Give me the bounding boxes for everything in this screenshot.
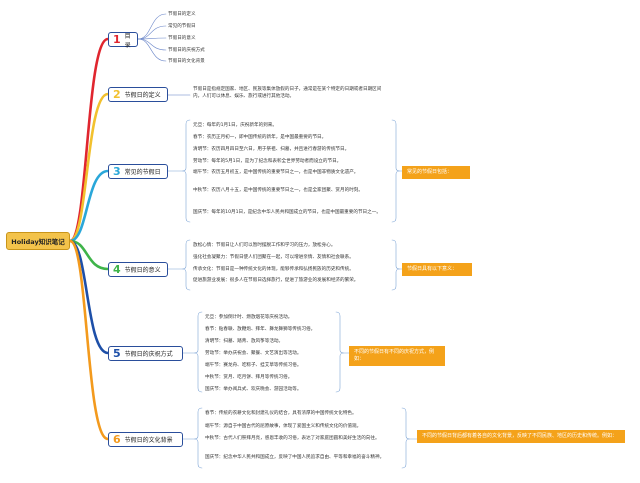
branch-connector xyxy=(68,169,110,243)
branch-number: 6 xyxy=(113,433,121,446)
callout-bracket xyxy=(335,311,345,393)
contents-item[interactable]: 常见的节假日 xyxy=(168,24,196,29)
holiday-item[interactable]: 劳动节：每年的5月1日，是为了纪念和表彰全世界劳动者而设立的节日。 xyxy=(193,159,342,164)
contents-item[interactable]: 节假日的文化背景 xyxy=(168,59,205,64)
culture-callout[interactable]: 不同的节假日背后都有着各自的文化背景，反映了不同民族、地区的历史和传统。例如： xyxy=(417,430,625,443)
holiday-item[interactable]: 中秋节：农历八月十五，是中国传统的重要节日之一，也是全家团聚、赏月的时刻。 xyxy=(193,188,363,193)
celebrations-callout[interactable]: 不同的节假日有不同的庆祝方式，例如： xyxy=(349,346,445,366)
branch-number: 5 xyxy=(113,347,121,360)
branch-connector xyxy=(68,37,110,243)
branch-connector xyxy=(68,239,110,441)
holiday-item[interactable]: 清明节：农历四月四日至六日，用于祭祖、扫墓，并且进行春游的传统节日。 xyxy=(193,147,350,152)
branch-title: 节假日的庆祝方式 xyxy=(124,351,173,358)
item-bracket xyxy=(181,119,191,223)
branch-number: 2 xyxy=(113,88,121,101)
holiday-item[interactable]: 国庆节：每年的10月1日，是纪念中华人民共和国成立的节日，也是中国最重要的节日之… xyxy=(193,210,381,215)
callout-bracket xyxy=(391,239,401,291)
significance-item[interactable]: 传承文化：节假日是一种传统文化的体现，能够传承和弘扬民族的历史和传统。 xyxy=(193,267,354,272)
celebration-item[interactable]: 春节：贴春联、放鞭炮、拜年、舞龙舞狮等传统习俗。 xyxy=(205,327,316,332)
callout-bracket xyxy=(391,119,401,223)
celebration-item[interactable]: 劳动节：举办庆祝会、聚餐、文艺演出等活动。 xyxy=(205,351,302,356)
callout-bracket xyxy=(401,407,411,469)
significance-item[interactable]: 促进旅游业发展：很多人在节假日选择旅行，促进了旅游业的发展和经济的繁荣。 xyxy=(193,278,359,283)
item-bracket xyxy=(193,311,203,393)
branch-title: 节假日的定义 xyxy=(124,92,161,99)
branch-node-celebrations[interactable]: 5 节假日的庆祝方式 xyxy=(108,346,183,361)
celebration-item[interactable]: 端午节：赛龙舟、吃粽子、挂艾草等传统习俗。 xyxy=(205,363,302,368)
holiday-item[interactable]: 春节：农历正月初一，即中国传统的新年，是中国最重要的节日。 xyxy=(193,135,327,140)
root-node[interactable]: Holiday知识笔记 xyxy=(6,232,70,250)
branch-node-definition[interactable]: 2 节假日的定义 xyxy=(108,87,168,102)
item-connector xyxy=(137,25,167,40)
celebration-item[interactable]: 元旦：参加倒计时、燃放烟花等庆祝活动。 xyxy=(205,315,293,320)
culture-item[interactable]: 春节：传统的农耕文化和封建礼仪的结合，具有浓厚的中国传统文化特色。 xyxy=(205,411,357,416)
branch-node-contents[interactable]: 1 目录 xyxy=(108,32,138,49)
branch-node-common-holidays[interactable]: 3 常见的节假日 xyxy=(108,164,168,179)
contents-item[interactable]: 节假日的定义 xyxy=(168,12,196,17)
holiday-item[interactable]: 端午节：农历五月初五，是中国传统的重要节日之一，也是中国非物质文化遗产。 xyxy=(193,170,359,175)
common-holidays-callout[interactable]: 常见的节假日包括： xyxy=(402,166,470,179)
branch-title: 节假日的文化背景 xyxy=(124,437,173,444)
culture-item[interactable]: 国庆节：纪念中华人民共和国成立，反映了中国人民追求自由、平等和幸福的奋斗精神。 xyxy=(205,455,385,460)
significance-item[interactable]: 放松心情：节假日让人们可以暂时摆脱工作和学习的压力，放松身心。 xyxy=(193,243,336,248)
culture-item[interactable]: 端午节：源自于中国古代的屈原故事，体现了爱国主义和传统文化的价值观。 xyxy=(205,424,362,429)
celebration-item[interactable]: 国庆节：举办阅兵式、欢庆晚会、游园活动等。 xyxy=(205,387,302,392)
culture-item[interactable]: 中秋节：古代人们祭拜月亮，感恩丰收的习俗，表达了对家庭团圆和美好生活的向往。 xyxy=(205,436,380,441)
item-connector xyxy=(137,38,167,51)
branch-node-significance[interactable]: 4 节假日的意义 xyxy=(108,262,168,277)
branch-number: 3 xyxy=(113,165,121,178)
contents-item[interactable]: 节假日的庆祝方式 xyxy=(168,48,205,53)
branch-title: 常见的节假日 xyxy=(124,169,161,176)
significance-callout[interactable]: 节假日具有以下意义： xyxy=(402,263,472,276)
item-connector xyxy=(137,13,167,40)
branch-number: 4 xyxy=(113,263,121,276)
item-connector xyxy=(137,38,167,62)
significance-item[interactable]: 强化社会凝聚力：节假日使人们团聚在一起，可以增进亲情、友情和社会联系。 xyxy=(193,255,354,260)
branch-connector xyxy=(68,92,110,243)
branch-title: 节假日的意义 xyxy=(124,267,161,274)
item-bracket xyxy=(181,239,191,291)
branch-node-culture[interactable]: 6 节假日的文化背景 xyxy=(108,432,183,447)
branch-title: 目录 xyxy=(124,32,131,49)
celebration-item[interactable]: 中秋节：赏月、吃月饼、拜月等传统习俗。 xyxy=(205,375,293,380)
holiday-item[interactable]: 元旦：每年的1月1日，庆祝新年的到来。 xyxy=(193,123,277,128)
item-bracket xyxy=(193,407,203,469)
celebration-item[interactable]: 清明节：扫墓、踏青、放风筝等活动。 xyxy=(205,339,284,344)
root-label: Holiday知识笔记 xyxy=(11,238,65,246)
definition-text[interactable]: 节假日是指规定国家、地区、民族等集体放假的日子，通常是在某个特定的日期或者日期区… xyxy=(193,87,382,99)
branch-number: 1 xyxy=(113,33,121,46)
contents-item[interactable]: 节假日的意义 xyxy=(168,36,196,41)
